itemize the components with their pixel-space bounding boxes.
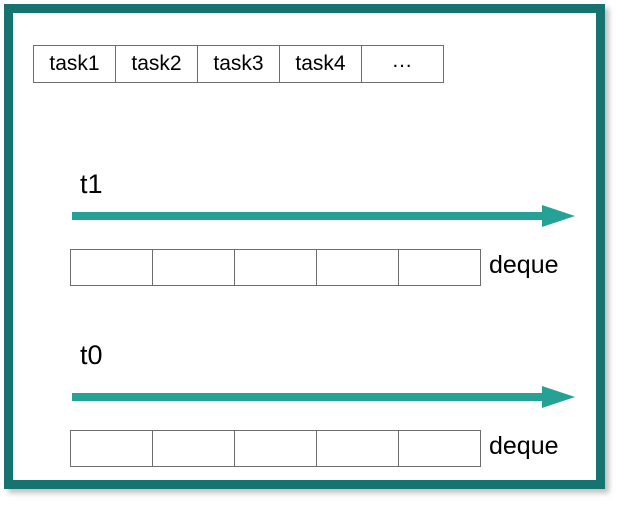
deque-cell bbox=[234, 249, 317, 286]
deque-cell bbox=[234, 430, 317, 467]
task-cell: task3 bbox=[197, 45, 280, 83]
deque-label-t0: deque bbox=[489, 432, 559, 460]
thread-label-t0: t0 bbox=[80, 340, 103, 370]
deque-cell bbox=[316, 249, 399, 286]
thread-label-t1: t1 bbox=[80, 169, 103, 199]
timeline-arrow-t1 bbox=[72, 203, 575, 229]
deque-cell bbox=[70, 249, 153, 286]
deque-cell bbox=[152, 430, 235, 467]
task-cell: task1 bbox=[33, 45, 116, 83]
deque-cell bbox=[152, 249, 235, 286]
task-cell: task2 bbox=[115, 45, 198, 83]
deque-cell bbox=[316, 430, 399, 467]
deque-cell bbox=[70, 430, 153, 467]
deque-row-t0 bbox=[70, 430, 481, 467]
deque-cell bbox=[398, 249, 481, 286]
task-queue-row: task1 task2 task3 task4 … bbox=[33, 45, 444, 83]
task-cell-ellipsis: … bbox=[361, 45, 444, 83]
deque-row-t1 bbox=[70, 249, 481, 286]
task-cell: task4 bbox=[279, 45, 362, 83]
diagram-frame: task1 task2 task3 task4 … t1 deque t0 bbox=[4, 4, 605, 489]
deque-label-t1: deque bbox=[489, 251, 559, 279]
timeline-arrow-t0 bbox=[72, 384, 575, 410]
right-arrow-icon bbox=[72, 386, 575, 408]
deque-cell bbox=[398, 430, 481, 467]
right-arrow-icon bbox=[72, 205, 575, 227]
